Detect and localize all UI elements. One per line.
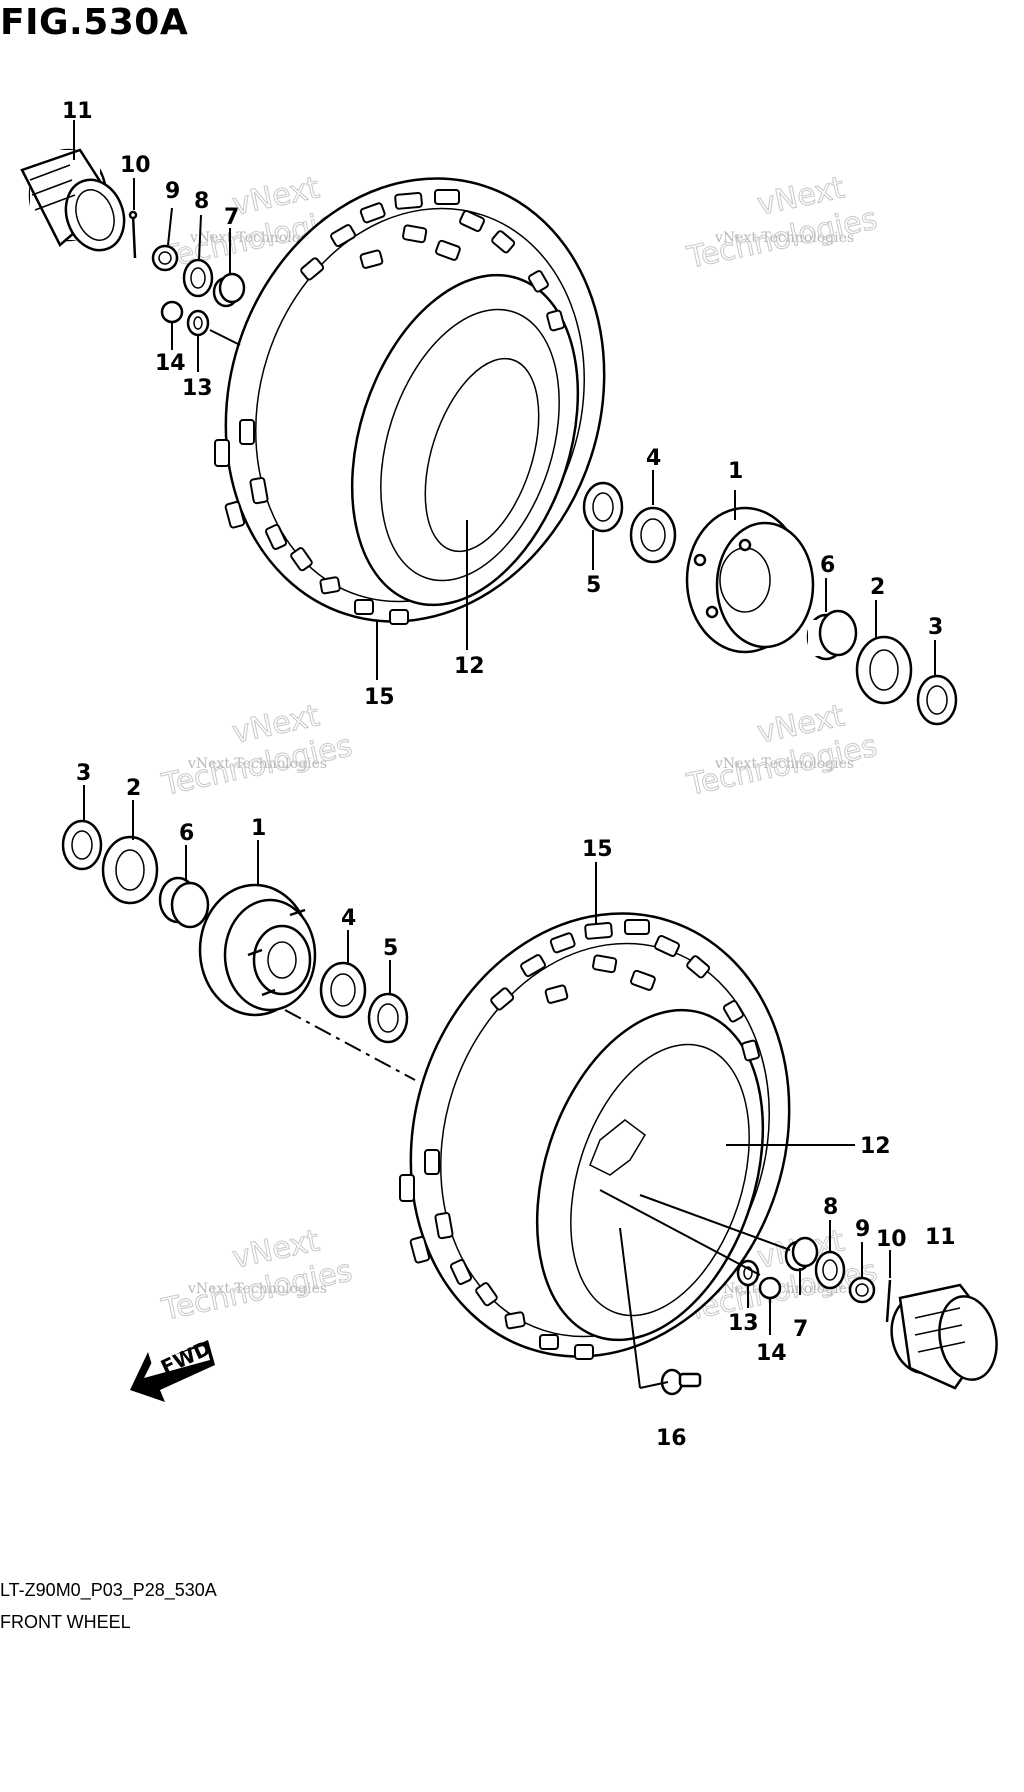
callout-label: 12 [454,654,485,679]
tire-bottom [399,912,791,1360]
callout-label: 10 [120,153,151,178]
hub-cap-top [20,148,126,252]
watermark-text: vNext Technologies [714,756,854,772]
oil-seal-top-right [916,674,958,726]
spacer-tube-bottom [158,876,210,929]
rim-center-plate [589,1119,646,1176]
tire-sidewall [255,207,585,603]
callout-label: 8 [194,189,209,214]
callout-label: 16 [656,1426,687,1451]
bearing-top-right [855,635,913,705]
drawing-code: LT-Z90M0_P03_P28_530A [0,1580,217,1600]
callout-label: 6 [179,821,194,846]
callout-label: 15 [582,837,613,862]
callout-label: 5 [383,936,398,961]
oil-seal-bottom-mid [367,992,409,1044]
callout-label: 15 [364,685,395,710]
washer-top [182,258,214,298]
callout-label: 2 [870,575,885,600]
callout-label: 4 [341,906,356,931]
wheel-hub-bottom [198,883,317,1017]
tire-bead [535,1008,765,1342]
tread-lugs [214,189,565,625]
lug-nut-bottom [758,1276,782,1300]
lug-washer-top [186,309,210,337]
rim-inner [424,357,540,553]
callout-label: 9 [855,1217,870,1242]
callout-label: 13 [728,1311,759,1336]
oil-seal-top [582,481,624,533]
castle-nut-top [151,244,179,272]
drawing-name: FRONT WHEEL [0,1612,131,1632]
watermark-bottom-left: vNext Technologies vNext Technologies [158,1223,356,1329]
cotter-pin-bottom [885,1279,892,1323]
callout-label: 12 [860,1134,891,1159]
washer-bottom [814,1250,846,1290]
hub-cap-bottom [890,1283,998,1390]
spacer-bottom [784,1236,819,1272]
tire-top [214,177,606,625]
watermark-top-right: vNext Technologies vNext Technologies [683,170,881,277]
callout-label: 7 [224,205,239,230]
spacer-tube-top [806,609,858,661]
rim-outer [380,308,560,582]
callout-label: 2 [126,776,141,801]
bearing-bottom-left [101,835,159,905]
callout-label: 3 [76,761,91,786]
wheel-hub-top [685,506,815,654]
watermark-text: vNext Technologies [187,1281,327,1297]
callout-label: 7 [793,1317,808,1342]
spacer-top [212,272,246,308]
callout-label: 9 [165,179,180,204]
oil-seal-bottom-left [61,819,103,871]
fwd-direction-arrow: FWD [130,1336,215,1402]
callout-label: 11 [925,1225,956,1250]
tire-bead [350,273,580,607]
watermark-text: vNext Technologies [187,756,327,772]
leader-lines-bottom [83,785,891,1389]
callouts-top: 11 10 9 8 7 14 13 4 1 5 6 2 3 12 15 [62,99,943,710]
callout-label: 13 [182,376,213,401]
leader-lines-top [73,120,936,680]
callout-label: 4 [646,446,661,471]
bearing-bottom-mid [319,961,367,1019]
lug-nut-top [160,300,184,324]
callout-label: 1 [728,459,743,484]
callout-label: 6 [820,553,835,578]
figure-title: FIG.530A [0,2,189,43]
assembly-axis-line [284,1009,416,1081]
watermark-text: vNext Technologies [189,230,329,246]
callout-label: 3 [928,615,943,640]
callout-label: 14 [756,1341,787,1366]
callout-label: 1 [251,816,266,841]
tread-lugs [399,919,760,1360]
callout-label: 14 [155,351,186,376]
callout-label: 11 [62,99,93,124]
rim-outer [570,1043,750,1317]
cotter-pin-top [128,210,138,259]
air-valve [660,1368,702,1396]
callout-label: 10 [876,1227,907,1252]
callout-label: 8 [823,1195,838,1220]
callouts-bottom: 3 2 6 1 4 5 15 12 8 9 10 11 13 7 14 16 [76,761,956,1451]
watermark-mid-right: vNext Technologies vNext Technologies [683,698,881,804]
watermark-text: vNext Technologies [714,230,854,246]
bearing-top-left [629,506,677,564]
castle-nut-bottom [848,1276,876,1304]
callout-label: 5 [586,573,601,598]
watermark-mid-left: vNext Technologies vNext Technologies [158,698,356,804]
